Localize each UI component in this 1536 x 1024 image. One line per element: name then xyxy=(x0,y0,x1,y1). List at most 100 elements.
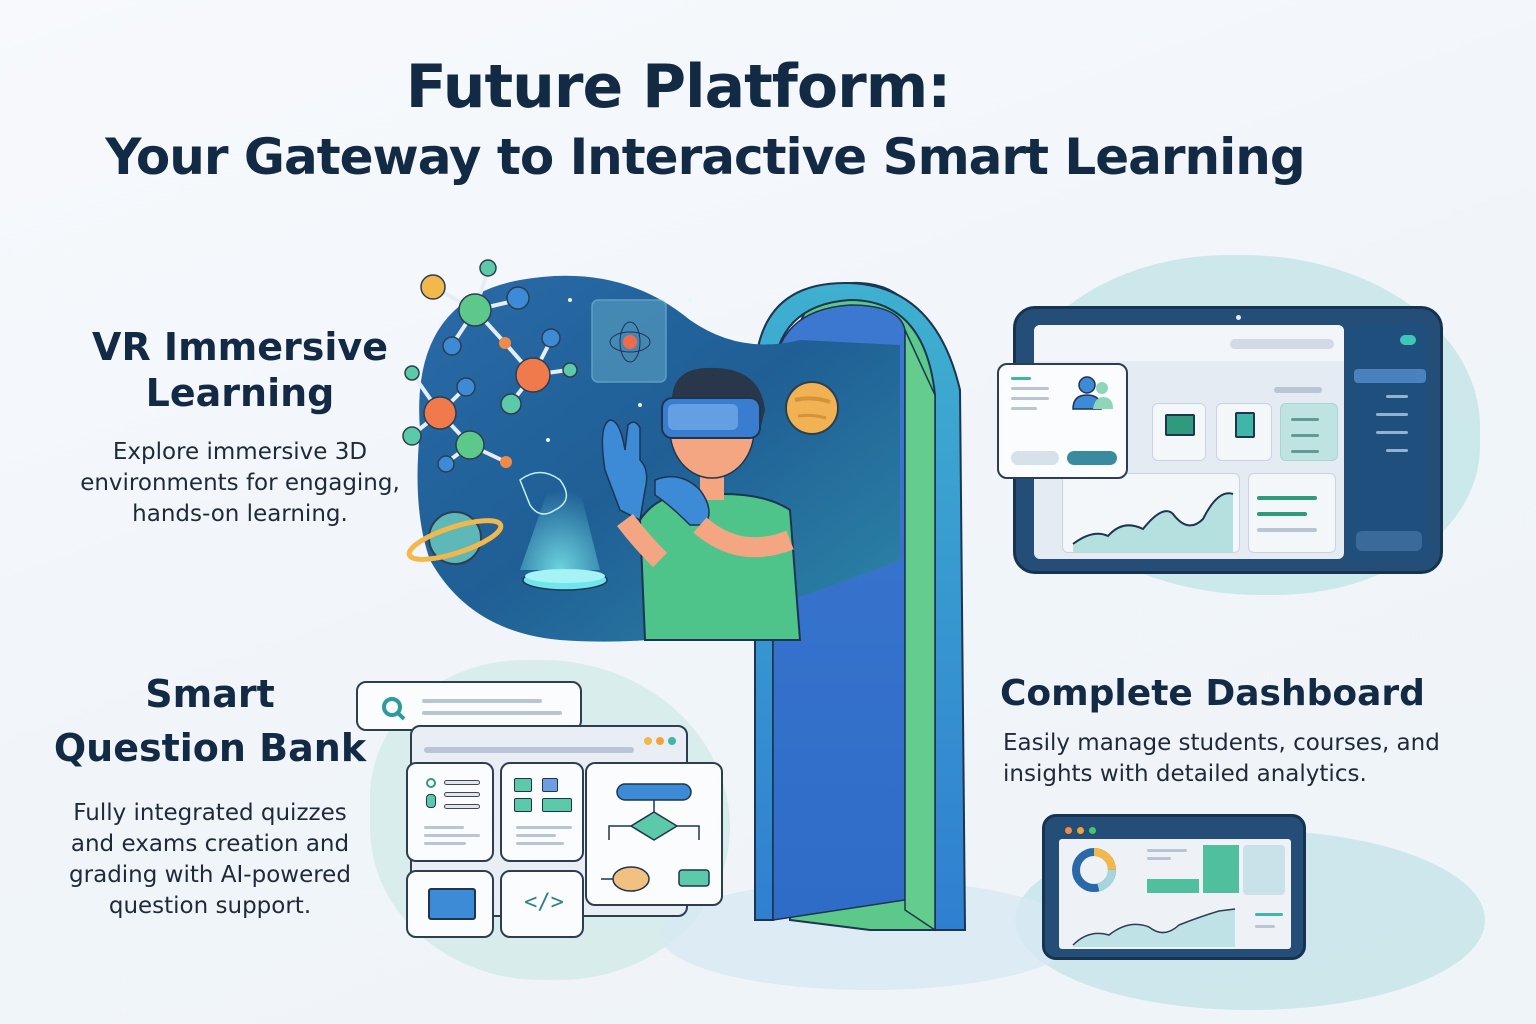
checkbox-icon xyxy=(426,794,436,808)
search-bar-card xyxy=(356,681,582,731)
popup-confirm-button xyxy=(1067,451,1117,465)
window-dot-orange xyxy=(1077,827,1084,834)
sidebar-footer-button xyxy=(1356,531,1422,551)
analytics-screen xyxy=(1059,839,1291,949)
line-chart-icon xyxy=(1072,492,1234,552)
donut-chart-icon xyxy=(1072,848,1116,892)
feature-vr-title-line2: Learning xyxy=(145,370,335,415)
feature-dashboard-title: Complete Dashboard xyxy=(1000,673,1425,714)
stat-bar xyxy=(1147,879,1199,893)
line-chart-icon xyxy=(1072,908,1236,947)
window-dot-teal xyxy=(668,737,676,745)
popup-cancel-button xyxy=(1011,451,1059,465)
legend-line xyxy=(1255,913,1283,916)
progress-bar xyxy=(1257,512,1307,516)
sidebar-item xyxy=(1376,431,1408,434)
text-line xyxy=(516,834,556,837)
text-line xyxy=(1011,397,1049,400)
tablet-sidebar xyxy=(1348,325,1428,559)
sidebar-item xyxy=(1386,395,1408,398)
text-line xyxy=(424,842,466,845)
feature-qbank-title-line1: Smart xyxy=(145,672,275,716)
search-icon xyxy=(382,697,406,721)
sidebar-item-active xyxy=(1354,369,1426,383)
feature-qbank-title-line2: Question Bank xyxy=(53,725,367,770)
option-line xyxy=(444,792,480,797)
label-bar xyxy=(1274,387,1322,393)
feature-qbank-title: Smart Question Bank xyxy=(30,672,390,771)
feature-vr-description: Explore immersive 3D environments for en… xyxy=(40,437,440,530)
analytics-window-mockup xyxy=(1042,814,1306,960)
window-dot-red xyxy=(1065,827,1072,834)
image-icon xyxy=(1165,414,1195,436)
window-dot-yellow xyxy=(644,737,652,745)
list-line xyxy=(1291,450,1319,453)
code-icon: </> xyxy=(524,890,564,915)
code-card: </> xyxy=(500,870,584,938)
page-title: Future Platform: xyxy=(405,52,951,122)
text-line xyxy=(1011,387,1049,390)
desc-line: Easily manage students, courses, and xyxy=(1003,730,1440,756)
feature-qbank-description: Fully integrated quizzes and exams creat… xyxy=(30,798,390,922)
tile-list xyxy=(1280,403,1338,461)
sidebar-item xyxy=(1376,413,1408,416)
cloud-icon xyxy=(1400,335,1416,345)
quiz-list-card xyxy=(406,762,494,862)
option-line xyxy=(444,804,480,809)
tile-course xyxy=(1152,403,1206,461)
text-line xyxy=(424,834,480,837)
user-popup-card xyxy=(997,363,1128,479)
search-line xyxy=(422,711,562,715)
address-bar xyxy=(424,747,634,753)
option-line xyxy=(444,780,480,785)
users-icon xyxy=(1072,376,1113,410)
desc-line: insights with detailed analytics. xyxy=(1003,761,1367,788)
legend-line xyxy=(1255,925,1275,928)
flowchart-card xyxy=(585,762,723,906)
desc-line: hands-on learning. xyxy=(132,501,348,528)
search-pill xyxy=(1230,339,1334,349)
grid-tile xyxy=(542,798,572,812)
radio-icon xyxy=(426,778,436,788)
desc-line: question support. xyxy=(108,893,312,920)
list-line xyxy=(1291,434,1319,437)
grid-card xyxy=(500,762,584,862)
window-dot-green xyxy=(1089,827,1096,834)
tile-document xyxy=(1216,403,1272,461)
text-line xyxy=(516,826,572,829)
text-line xyxy=(1147,857,1171,860)
window-dot-orange xyxy=(656,737,664,745)
desc-line: environments for engaging, xyxy=(80,470,400,497)
desc-line: and exams creation and xyxy=(70,831,350,858)
text-line xyxy=(1011,407,1037,410)
sidebar-item xyxy=(1386,449,1408,452)
progress-bar xyxy=(1257,528,1317,532)
document-icon xyxy=(1235,412,1255,438)
search-line xyxy=(422,699,542,703)
image-card xyxy=(406,870,494,938)
desc-line: Explore immersive 3D xyxy=(112,439,368,465)
grid-tile xyxy=(514,798,532,812)
text-line xyxy=(1011,377,1031,380)
feature-vr-title-line1: VR Immersive xyxy=(92,325,388,369)
list-line xyxy=(1291,418,1319,421)
feature-vr-title: VR Immersive Learning xyxy=(60,325,420,416)
grid-tile xyxy=(514,778,532,792)
stat-list xyxy=(1243,845,1285,895)
image-icon xyxy=(428,888,476,920)
grid-tile xyxy=(542,778,558,792)
feature-dashboard-description: Easily manage students, courses, and ins… xyxy=(1003,728,1523,790)
desc-line: grading with AI-powered xyxy=(69,862,351,889)
tablet-camera xyxy=(1236,315,1241,320)
progress-bar xyxy=(1257,496,1317,500)
flowchart-icon xyxy=(601,783,710,892)
line-chart-card xyxy=(1062,473,1240,553)
text-line xyxy=(1147,849,1187,852)
text-line xyxy=(424,826,464,829)
stat-block xyxy=(1203,845,1239,893)
page-subtitle: Your Gateway to Interactive Smart Learni… xyxy=(105,128,1305,186)
text-line xyxy=(516,842,564,845)
vr-illustration xyxy=(402,259,967,932)
desc-line: Fully integrated quizzes xyxy=(73,800,347,826)
progress-card xyxy=(1248,473,1336,553)
